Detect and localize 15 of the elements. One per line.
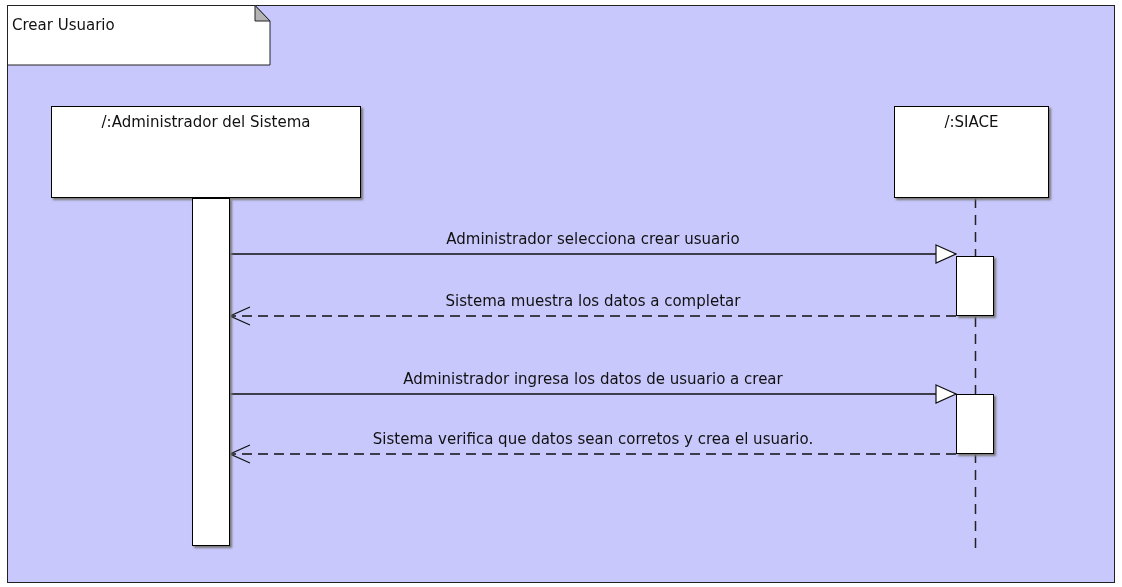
message-label: Sistema muestra los datos a completar [445,292,741,310]
activation-bar [192,198,230,546]
lifeline-header: /:Administrador del Sistema [51,106,361,198]
message-label: Administrador selecciona crear usuario [446,230,740,248]
activation-bar [956,394,994,454]
return-message-arrow [229,306,957,326]
message-label: Administrador ingresa los datos de usuario a crear [403,370,783,388]
return-message-arrow [229,444,957,464]
frame-title: Crear Usuario [12,16,115,34]
message-arrow [229,244,957,264]
message-label: Sistema verifica que datos sean corretos y crea el usuario. [372,430,814,448]
lifeline-header: /:SIACE [894,106,1049,198]
sequence-frame [7,5,1115,583]
activation-bar [956,256,994,316]
message-arrow [229,384,957,404]
